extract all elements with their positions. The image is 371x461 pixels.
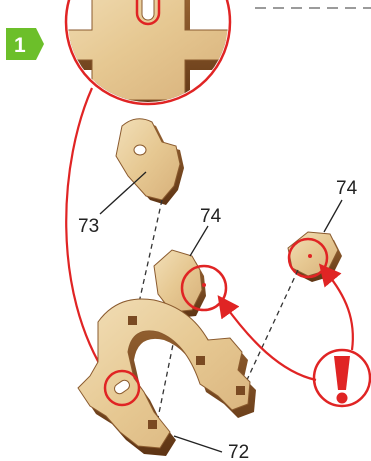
warning-arrow-right xyxy=(326,272,353,350)
label-part-73: 73 xyxy=(78,216,99,237)
label-part-74-right: 74 xyxy=(336,178,358,199)
label-part-72: 72 xyxy=(228,442,249,461)
warning-exclamation-icon xyxy=(314,350,370,406)
zoom-callout xyxy=(50,0,235,110)
part-72 xyxy=(78,299,256,456)
step-badge: 1 xyxy=(6,28,44,60)
label-part-74-left: 74 xyxy=(200,206,222,227)
part-73 xyxy=(116,119,184,205)
step-number: 1 xyxy=(14,34,26,57)
